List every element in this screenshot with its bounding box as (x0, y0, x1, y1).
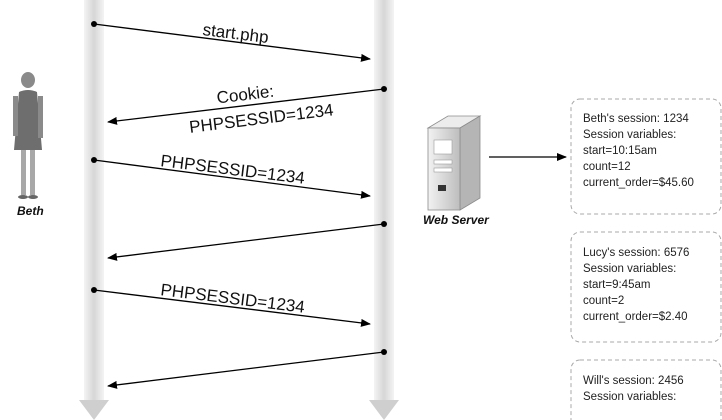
session-header: Beth's session: 1234 (583, 113, 689, 125)
session-vars-label: Session variables: (583, 129, 676, 141)
message-label: start.php (202, 20, 270, 47)
message-label: PHPSESSID=1234 (160, 151, 306, 188)
server-icon (426, 115, 482, 211)
server-label: Web Server (423, 213, 490, 227)
message-6 (107, 349, 387, 389)
message-label: PHPSESSID=1234 (160, 280, 306, 317)
session-box-will: Will's session: 2456 Session variables: (570, 359, 722, 420)
session-header: Lucy's session: 6576 (583, 247, 689, 259)
session-var: current_order=$2.40 (583, 311, 688, 323)
message-1: start.php (91, 20, 371, 62)
message-3: PHPSESSID=1234 (91, 151, 371, 199)
message-arrows: start.php Cookie: PHPSESSID=1234 PHPSESS… (91, 20, 387, 389)
message-4 (107, 221, 387, 261)
session-var: start=10:15am (583, 145, 657, 157)
server-lifeline (369, 0, 399, 420)
person-icon (13, 72, 43, 199)
session-var: current_order=$45.60 (583, 177, 694, 189)
session-vars-label: Session variables: (583, 391, 676, 403)
session-var: count=12 (583, 161, 631, 173)
client-label: Beth (17, 204, 44, 218)
message-2: Cookie: PHPSESSID=1234 (107, 82, 387, 137)
session-vars-label: Session variables: (583, 263, 676, 275)
session-header: Will's session: 2456 (583, 375, 684, 387)
session-var: count=2 (583, 295, 624, 307)
message-label: PHPSESSID=1234 (188, 100, 334, 137)
session-box-lucy: Lucy's session: 6576 Session variables: … (570, 231, 722, 343)
session-box-beth: Beth's session: 1234 Session variables: … (570, 98, 722, 215)
session-var: start=9:45am (583, 279, 650, 291)
message-5: PHPSESSID=1234 (91, 280, 371, 327)
client-lifeline (79, 0, 109, 420)
